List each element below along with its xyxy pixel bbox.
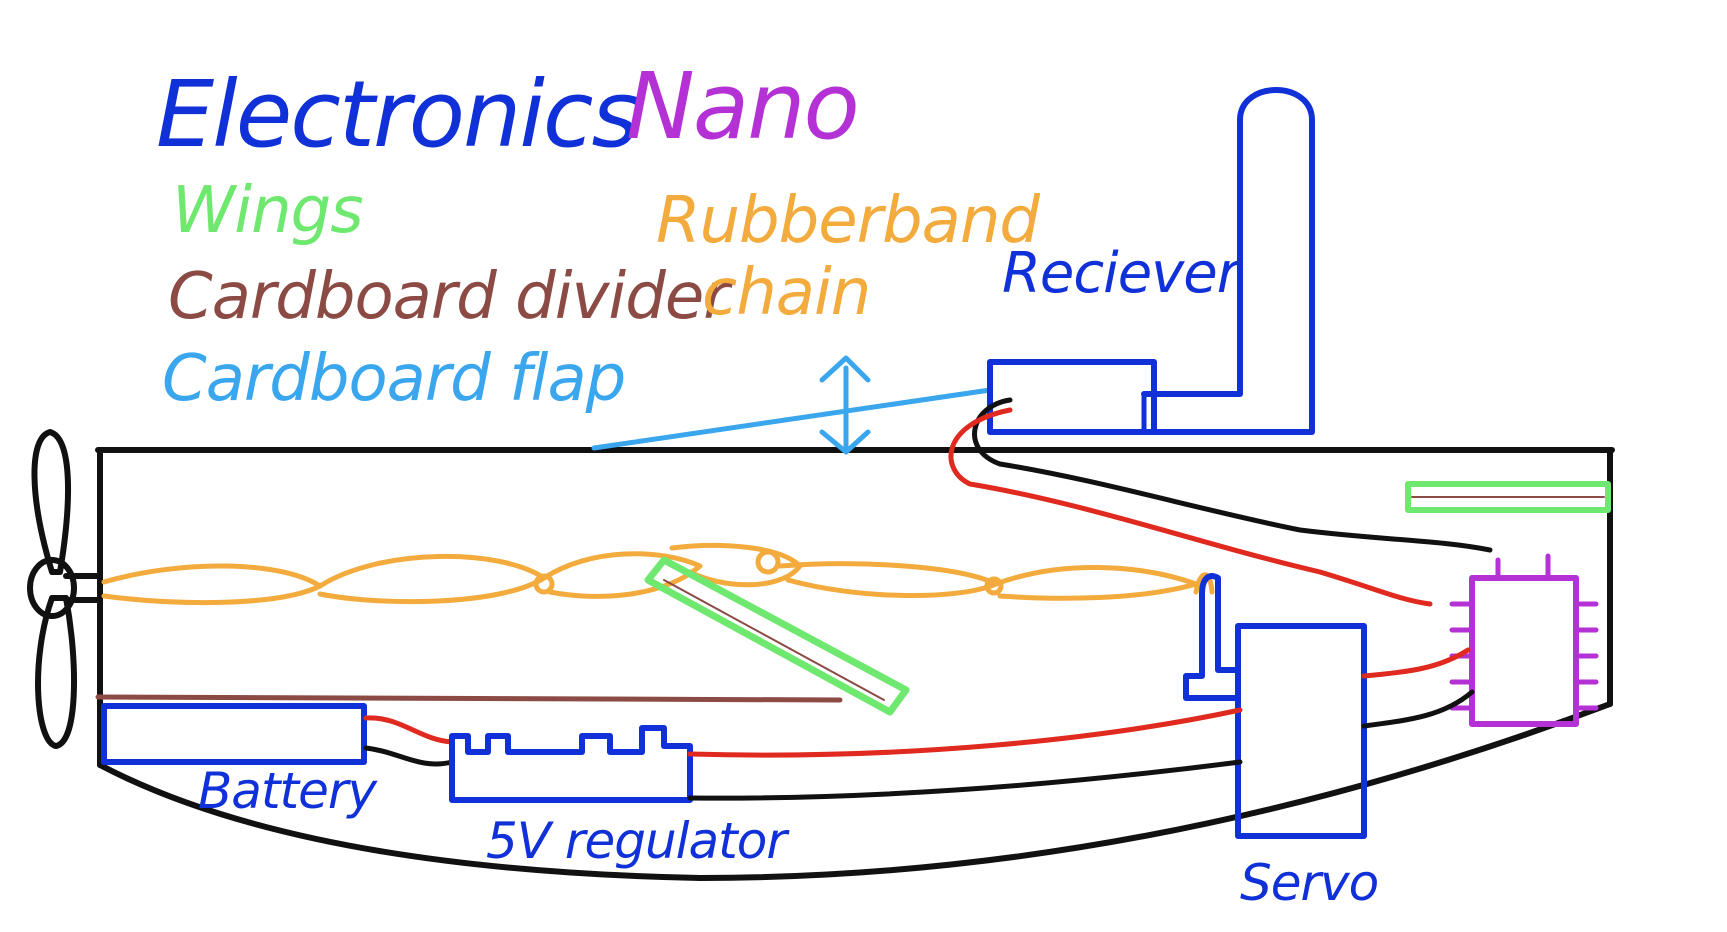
propeller	[27, 429, 103, 749]
propeller-blade-bottom	[35, 595, 77, 749]
rubber-band-loop-1	[101, 563, 323, 606]
wing-rear	[1405, 481, 1611, 513]
rubber-band-knot-1	[533, 573, 555, 595]
receiver-antenna	[1141, 87, 1315, 435]
legend-electronics: Electronics	[156, 61, 638, 168]
rubber-band-loop-6	[993, 564, 1199, 601]
label-regulator: 5V regulator	[486, 812, 790, 870]
hull-bottom-curve	[97, 701, 1613, 881]
battery-box	[101, 703, 367, 765]
receiver-wire-red	[948, 407, 1433, 607]
servo-to-nano-black	[1361, 689, 1475, 729]
legend-rubber-band-line1: Rubberband	[656, 184, 1040, 258]
legend-rubber-band-line2: chain	[702, 256, 870, 330]
battery-to-regulator-red	[363, 715, 455, 745]
servo-to-nano-red	[1361, 647, 1471, 679]
legend-nano: Nano	[626, 53, 858, 160]
rubber-band-loop-3	[541, 551, 703, 599]
label-servo: Servo	[1240, 854, 1378, 912]
label-receiver: Reciever	[1002, 241, 1243, 306]
servo-arm	[1183, 573, 1241, 701]
servo-box	[1235, 623, 1367, 839]
regulator-box	[449, 725, 693, 803]
receiver-wire-black	[972, 397, 1493, 553]
regulator-to-servo-black	[687, 759, 1243, 801]
legend-cardboard-divider: Cardboard divider	[168, 260, 733, 334]
rubber-band-knot-2	[755, 549, 781, 575]
nano-board	[1469, 575, 1579, 727]
wing-center-inner	[663, 579, 885, 701]
propeller-hub	[27, 557, 77, 619]
wing-center	[644, 556, 910, 716]
propeller-blade-top	[31, 429, 71, 575]
nano-pins	[1449, 553, 1599, 711]
rubber-band-hook	[1193, 572, 1215, 595]
rubber-band-chain	[101, 542, 1215, 606]
rubber-band-loop-5	[777, 561, 999, 599]
battery-to-regulator-black	[363, 745, 455, 767]
legend-cardboard-flap: Cardboard flap	[162, 342, 625, 416]
legend-wings: Wings	[172, 174, 363, 248]
cardboard-divider-line	[95, 694, 843, 703]
rubber-band-loop-2	[317, 554, 547, 605]
propeller-shaft	[63, 573, 103, 603]
flap-motion-arrow	[819, 355, 871, 455]
rubber-band-knot-3	[984, 576, 1004, 596]
regulator-to-servo-red	[687, 707, 1243, 758]
receiver-box	[987, 359, 1157, 435]
label-battery: Battery	[198, 762, 378, 820]
cardboard-flap-line	[591, 387, 993, 451]
